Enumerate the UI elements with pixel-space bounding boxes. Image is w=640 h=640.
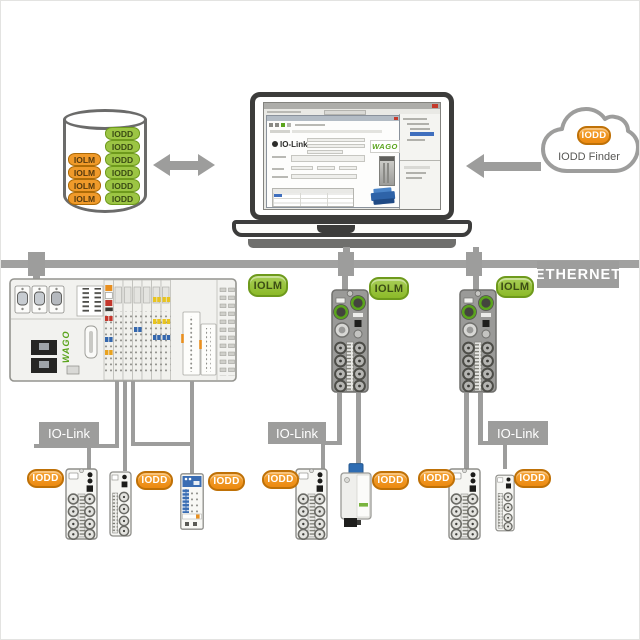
io-link-config-window: IO-Link WAGO [266,115,400,208]
wago-logo-text: WAGO [372,142,398,151]
connector-product-image [370,187,397,206]
iodd-tag: IODD [27,469,64,488]
iolm-disc: IOLM [68,166,101,179]
cable [34,444,119,448]
laptop-front-edge [248,239,456,248]
laptop-bus-link [343,247,350,261]
iolm-tag: IOLM [496,276,534,298]
io-link-device-blue [180,473,204,530]
cable [115,381,119,447]
master2-bus-link [473,271,479,290]
iodd-disc: IODD [105,140,140,153]
wago-logo: WAGO [370,140,400,153]
iodd-disc: IODD [105,179,140,192]
master1-bus-link [342,271,348,290]
io-link-master-2 [459,289,497,393]
iolm-tag: IOLM [248,274,288,297]
software-window: IO-Link WAGO [263,102,441,210]
io-link-logo-text: IO-Link [280,139,308,149]
io-link-sensor [340,463,372,528]
device-tree-panel [399,114,440,209]
iodd-disc: IODD [105,166,140,179]
bus-stub [473,247,479,261]
plc-with-io-modules [9,278,237,382]
parameter-table [272,188,354,207]
iodd-disc: IODD [105,127,140,140]
iodd-badge: IODD [577,126,611,145]
iolm-tag: IOLM [369,277,409,300]
cable [337,393,342,445]
iodd-disc: IODD [105,153,140,166]
plc-bus-link [33,271,40,280]
io-link-master-1 [331,289,369,393]
plc-brand-label: WAGO [61,330,71,364]
io-link-device-4port [495,470,515,536]
io-link-segment-label: IO-Link [488,421,548,445]
iodd-disc: IODD [105,192,140,205]
cable [87,448,91,470]
window-titlebar [264,103,440,109]
ethernet-bus [1,260,639,268]
cable [131,381,135,445]
iolm-disc: IOLM [68,179,101,192]
cloud-icon [541,107,639,173]
bus-tap [338,252,354,276]
iolm-disc: IOLM [68,192,101,205]
io-link-logo-icon [272,141,278,147]
database-top-ellipse [63,109,147,130]
iodd-tag: IODD [418,469,455,488]
cable [478,393,483,445]
iodd-tag: IODD [514,469,551,488]
laptop-hinge-notch [317,225,355,233]
cable [321,445,325,469]
io-link-segment-label: IO-Link [268,422,326,444]
ethernet-label: ETHERNET [535,261,620,288]
cable [503,445,507,469]
device-product-image [379,156,395,186]
io-link-device-8port [295,468,328,540]
bus-tap [28,252,45,276]
iodd-tag: IODD [208,472,245,491]
cable [356,393,361,464]
window-close-icon [432,104,438,108]
cable [123,381,127,471]
tree-selected-item [410,132,434,136]
io-link-device-4port [109,471,132,537]
cloud-title: IODD Finder [558,151,620,163]
io-link-device-8port [65,468,98,540]
io-link-segment-label: IO-Link [39,422,99,445]
iodd-tag: IODD [136,471,173,490]
cable [464,393,469,469]
cable [190,381,194,474]
io-link-logo: IO-Link [272,139,308,149]
iodd-tag: IODD [262,470,299,489]
cable [131,442,192,446]
iodd-tag: IODD [372,471,409,490]
iolm-disc: IOLM [68,153,101,166]
cable [321,441,342,445]
